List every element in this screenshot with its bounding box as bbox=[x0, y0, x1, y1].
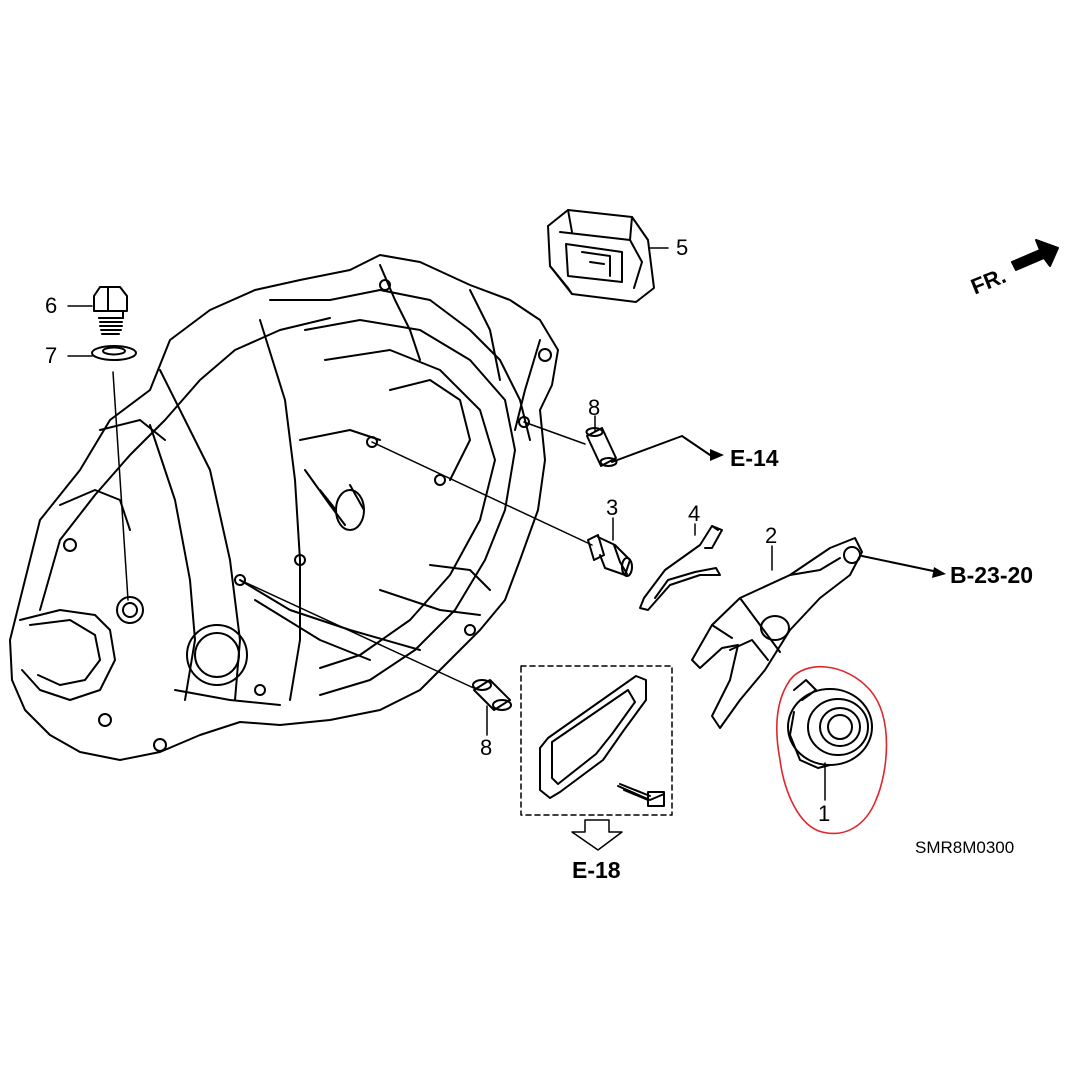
callout-part-8-upper: 8 bbox=[588, 395, 601, 420]
spring-clip-part-4 bbox=[639, 525, 723, 611]
callout-part-3: 3 bbox=[606, 495, 619, 520]
callout-part-4: 4 bbox=[688, 501, 701, 526]
washer-part-7 bbox=[91, 345, 137, 361]
reference-b2320: B-23-20 bbox=[950, 562, 1034, 588]
callout-part-1: 1 bbox=[818, 801, 831, 826]
drain-plug-part-6 bbox=[93, 286, 128, 335]
callout-part-6: 6 bbox=[45, 293, 58, 318]
callout-part-7: 7 bbox=[45, 343, 58, 368]
reference-arrows bbox=[571, 435, 939, 851]
cover-subassembly bbox=[520, 665, 673, 816]
callout-part-2: 2 bbox=[765, 523, 778, 548]
callout-part-5: 5 bbox=[676, 235, 689, 260]
clutch-housing bbox=[9, 254, 559, 761]
boot-part-5 bbox=[547, 209, 655, 303]
dowel-pin-part-8-upper bbox=[585, 427, 618, 467]
diagram-code: SMR8M0300 bbox=[915, 838, 1015, 857]
highlight-circle bbox=[776, 665, 888, 835]
release-fork-part-2 bbox=[691, 537, 863, 729]
reference-e18: E-18 bbox=[572, 857, 621, 883]
front-direction-arrow bbox=[1011, 239, 1059, 271]
pivot-bolt-part-3 bbox=[587, 534, 633, 577]
dowel-pin-part-8-lower bbox=[472, 679, 512, 711]
release-bearing-part-1 bbox=[787, 679, 873, 769]
callout-part-8-lower: 8 bbox=[480, 735, 493, 760]
reference-e14: E-14 bbox=[730, 445, 779, 471]
